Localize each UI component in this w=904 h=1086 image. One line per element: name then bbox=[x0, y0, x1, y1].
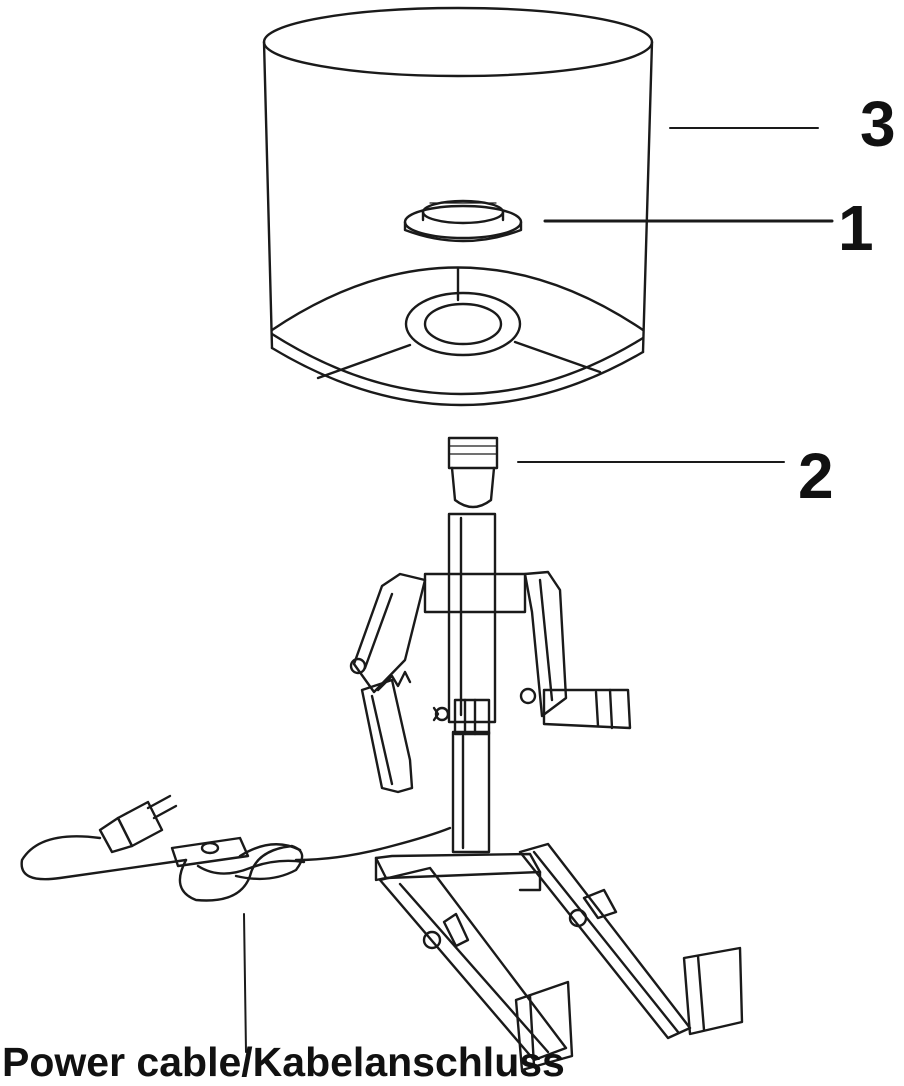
leader-line-cable bbox=[243, 913, 247, 1053]
power-cable bbox=[20, 794, 452, 902]
callout-number-shade: 3 bbox=[860, 88, 896, 160]
robot-lamp-base bbox=[349, 512, 744, 1072]
callout-number-lamp-socket: 2 bbox=[798, 440, 834, 512]
lamp-shade bbox=[262, 6, 654, 407]
lamp-socket bbox=[447, 436, 499, 509]
callout-number-socket-ring: 1 bbox=[838, 192, 874, 264]
socket-ring bbox=[403, 199, 523, 243]
power-cable-caption: Power cable/Kabelanschluss bbox=[2, 1039, 565, 1085]
leader-lines bbox=[243, 127, 834, 1053]
